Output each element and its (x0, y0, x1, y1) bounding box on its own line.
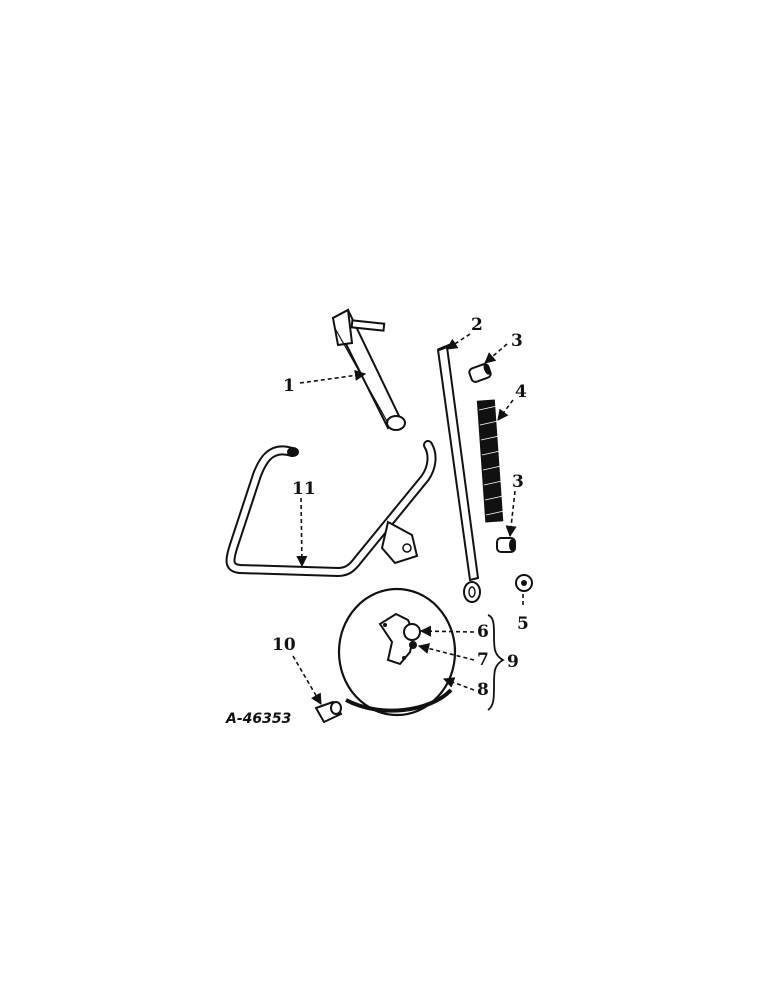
drawing-code: A-46353 (225, 711, 291, 727)
part-7-washer (409, 641, 417, 649)
part-4-spring (476, 399, 505, 523)
callout-1: 1 (283, 376, 295, 396)
part-11-frame (225, 440, 437, 578)
part-3-collar-lower (496, 537, 516, 553)
callout-9: 9 (507, 652, 519, 672)
leader-lines (292, 333, 524, 705)
part-3-collar-upper (468, 363, 492, 383)
callout-6: 6 (477, 622, 489, 642)
part-9-hub-assembly (378, 612, 421, 666)
callout-8: 8 (477, 680, 489, 700)
part-1-arm (331, 308, 406, 431)
bracket-9 (487, 614, 505, 711)
callout-10: 10 (272, 635, 296, 655)
part-5-nut (515, 574, 533, 592)
callout-3-lower: 3 (512, 472, 524, 492)
part-6-bearing (403, 623, 421, 641)
callout-11: 11 (292, 479, 316, 499)
part-8-disc (337, 587, 457, 717)
part-10-cap (314, 700, 343, 724)
callout-2: 2 (471, 315, 483, 335)
callout-3-upper: 3 (511, 331, 523, 351)
callout-4: 4 (515, 382, 527, 402)
callout-7: 7 (477, 650, 489, 670)
callout-5: 5 (517, 614, 529, 634)
part-2-rod (436, 341, 481, 603)
